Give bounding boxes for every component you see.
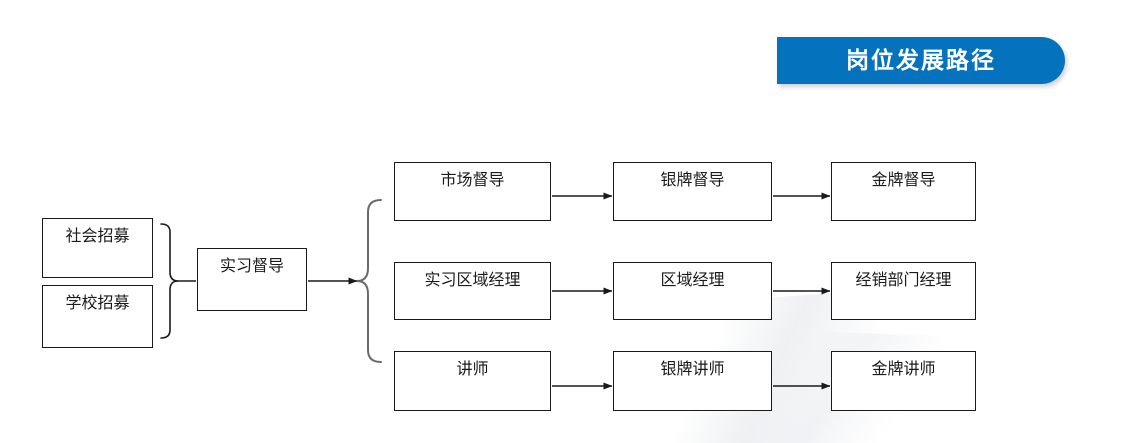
node-label: 银牌讲师 (660, 361, 725, 378)
node-source-1[interactable]: 社会招募 (42, 218, 153, 278)
node-entry-intern-supervisor[interactable]: 实习督导 (197, 248, 307, 311)
node-label: 金牌讲师 (871, 361, 936, 378)
node-track2-step1[interactable]: 实习区域经理 (394, 262, 551, 320)
source-brace-icon (160, 223, 179, 339)
title-banner: 岗位发展路径 (777, 37, 1065, 84)
node-track1-step1[interactable]: 市场督导 (394, 162, 551, 221)
node-track1-step3[interactable]: 金牌督导 (831, 162, 976, 221)
node-label: 实习督导 (219, 258, 284, 275)
node-label: 金牌督导 (871, 172, 936, 189)
node-label: 市场督导 (440, 172, 505, 189)
node-label: 经销部门经理 (855, 272, 952, 289)
node-label: 讲师 (456, 361, 489, 378)
page-title: 岗位发展路径 (846, 47, 996, 73)
node-label: 社会招募 (65, 228, 130, 245)
node-label: 区域经理 (660, 272, 725, 289)
node-track2-step2[interactable]: 区域经理 (613, 262, 772, 320)
tracks-brace-icon (356, 199, 382, 363)
node-label: 实习区域经理 (424, 272, 521, 289)
node-label: 银牌督导 (660, 172, 725, 189)
node-track3-step2[interactable]: 银牌讲师 (613, 351, 772, 411)
node-track2-step3[interactable]: 经销部门经理 (831, 262, 976, 320)
node-label: 学校招募 (65, 295, 130, 312)
node-track3-step1[interactable]: 讲师 (394, 351, 551, 411)
node-source-2[interactable]: 学校招募 (42, 285, 153, 348)
node-track1-step2[interactable]: 银牌督导 (613, 162, 772, 221)
node-track3-step3[interactable]: 金牌讲师 (831, 351, 976, 411)
